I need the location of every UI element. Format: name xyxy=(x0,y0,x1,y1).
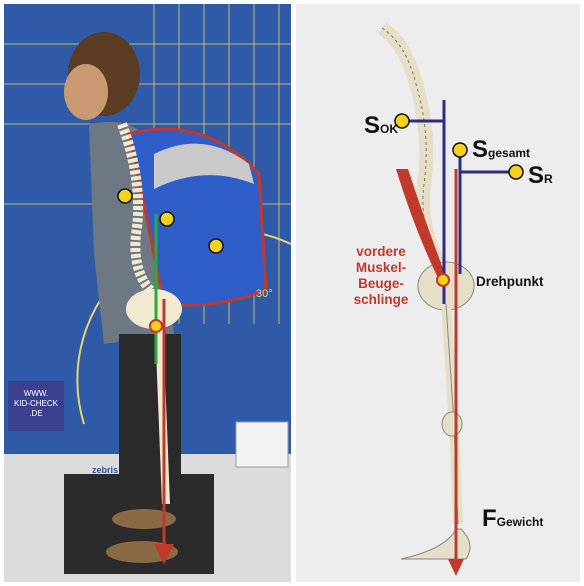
marker-icon xyxy=(160,212,174,226)
marker-icon xyxy=(118,189,132,203)
sr-marker-icon xyxy=(509,165,523,179)
pivot-marker-icon xyxy=(150,320,162,332)
muscle-line: Muskel- xyxy=(326,260,436,276)
scale-display xyxy=(236,422,288,467)
spine xyxy=(382,28,446,274)
label-muscle-sling: vordere Muskel- Beuge- schlinge xyxy=(326,244,436,308)
photo-panel: WWW. KID-CHECK .DE zebris 30° xyxy=(4,4,291,582)
diagram-panel: SOK Sgesamt SR Drehpunkt vordere Muskel-… xyxy=(296,4,580,582)
label-drehpunkt: Drehpunkt xyxy=(476,274,544,289)
marker-icon xyxy=(209,239,223,253)
knee xyxy=(442,412,462,436)
pivot-marker-icon xyxy=(437,274,449,286)
shoe-back xyxy=(112,509,176,529)
label-s-gesamt: Sgesamt xyxy=(472,138,530,162)
force-arrowhead xyxy=(448,559,464,576)
label-s-ok: SOK xyxy=(364,114,398,138)
plate-brand: zebris xyxy=(92,465,118,475)
muscle-line: Beuge- xyxy=(326,276,436,292)
sgesamt-marker-icon xyxy=(453,143,467,157)
photo-illustration xyxy=(4,4,291,582)
child-face xyxy=(64,64,108,120)
badge-line: KID-CHECK xyxy=(8,399,64,409)
muscle-line: schlinge xyxy=(326,292,436,308)
kidcheck-badge: WWW. KID-CHECK .DE xyxy=(8,381,64,431)
badge-line: WWW. xyxy=(8,389,64,399)
label-f-gewicht: FGewicht xyxy=(482,507,543,531)
ruler-label: 30° xyxy=(256,288,273,300)
badge-line: .DE xyxy=(8,409,64,419)
muscle-line: vordere xyxy=(326,244,436,260)
child-legs xyxy=(119,334,181,504)
label-s-r: SR xyxy=(528,164,553,188)
foot xyxy=(401,529,470,559)
